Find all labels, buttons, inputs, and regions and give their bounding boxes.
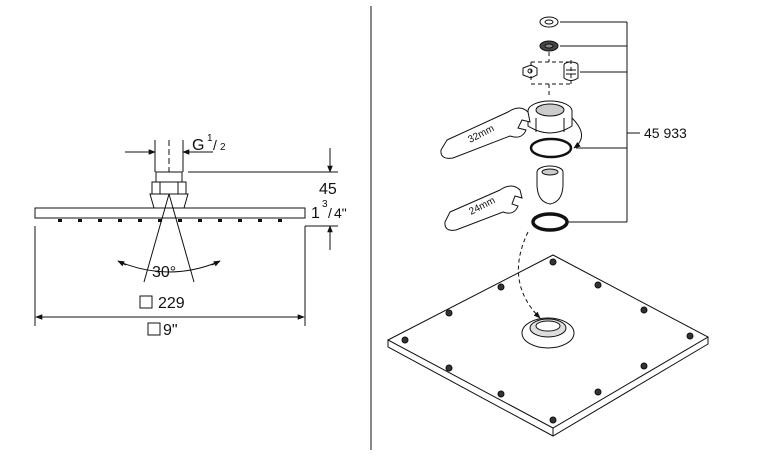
width-in-label: 9": [163, 322, 178, 339]
height-in-num: 3: [322, 199, 328, 210]
angle-line-right: [168, 193, 195, 283]
nozzle-row: [58, 219, 282, 222]
square-symbol-in: [147, 322, 161, 336]
thread-fraction-slash: /: [213, 137, 217, 153]
thread-fraction-den: 2: [220, 142, 226, 153]
side-elevation-view: [34, 140, 338, 336]
angle-line-left: [143, 193, 170, 283]
wrench-32mm: [440, 107, 531, 159]
height-in-den: 4": [334, 205, 347, 221]
exploded-view: [386, 16, 710, 437]
wrench-24mm: [444, 185, 523, 231]
thread-label: G: [192, 137, 204, 154]
shower-plate-side: [34, 207, 306, 219]
width-mm-label: 229: [158, 295, 185, 312]
o-ring-lower: [531, 212, 569, 232]
plate-screws: [401, 258, 694, 424]
angle-label: 30°: [152, 264, 176, 281]
height-in-slash: /: [328, 205, 332, 221]
part-number-label: 45 933: [644, 125, 687, 141]
ball-joint-connector: [149, 171, 189, 209]
height-in-whole: 1: [311, 205, 320, 222]
o-ring-upper: [529, 137, 573, 159]
square-symbol-mm: [139, 295, 153, 309]
angle-arc: [119, 261, 219, 273]
height-mm-label: 45: [319, 181, 337, 198]
thread-fraction-num: 1: [207, 133, 213, 144]
